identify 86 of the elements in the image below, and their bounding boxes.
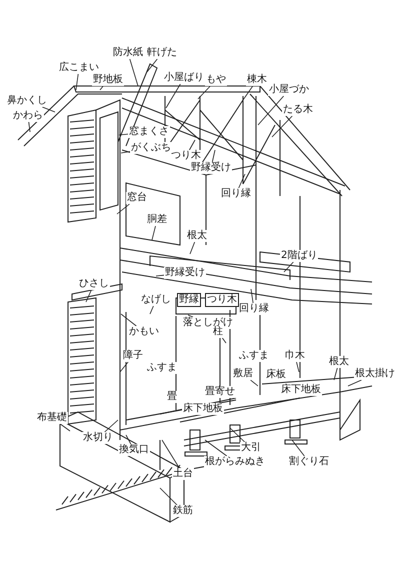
- leader-line: [348, 380, 362, 386]
- leader-line: [242, 86, 254, 100]
- part-label: 障子: [122, 350, 144, 362]
- leader-line: [162, 440, 180, 468]
- part-label: 大引: [240, 442, 262, 454]
- part-label: つり木: [170, 150, 202, 162]
- part-label: 土台: [172, 468, 194, 480]
- part-label: 根太掛け: [354, 368, 396, 380]
- part-label: 防水紙: [112, 47, 144, 59]
- leader-line: [100, 86, 104, 90]
- part-label: 窓台: [126, 192, 148, 204]
- part-label: 野地板: [92, 74, 124, 86]
- part-label: 畳寄せ: [204, 386, 236, 398]
- leader-line: [86, 290, 92, 302]
- part-label: 床板: [265, 369, 287, 381]
- leader-line: [76, 74, 79, 90]
- part-label: 柱: [212, 326, 224, 338]
- part-label: 広こまい: [58, 62, 100, 74]
- leader-line: [126, 434, 132, 444]
- part-label: つり木: [205, 293, 239, 307]
- leader-line: [152, 226, 156, 240]
- part-label: 鼻かくし: [6, 95, 48, 107]
- leader-line: [222, 338, 226, 344]
- part-label: 水切り: [82, 432, 114, 444]
- part-label: 布基礎: [36, 412, 68, 424]
- leader-line: [204, 440, 228, 456]
- leader-line: [156, 274, 164, 276]
- leader-line: [166, 84, 181, 108]
- leader-line: [296, 362, 300, 372]
- part-label: 軒げた: [146, 47, 178, 59]
- part-label: 床下地板: [280, 384, 322, 396]
- part-label: 小屋づか: [268, 84, 310, 96]
- part-label: 回り縁: [238, 303, 270, 315]
- part-label: 畳: [166, 391, 178, 403]
- leader-line: [120, 362, 129, 372]
- leader-line: [118, 134, 128, 136]
- part-label: 窓まくさ: [128, 126, 170, 138]
- leader-line: [104, 420, 118, 432]
- leader-line: [212, 150, 216, 162]
- leader-line: [238, 174, 246, 188]
- part-label: がくぶち: [130, 142, 172, 154]
- part-label: たる木: [282, 104, 314, 116]
- leader-line: [28, 122, 30, 132]
- part-label: かわら: [12, 110, 44, 122]
- leader-line: [146, 58, 158, 72]
- part-label: 胴差: [146, 214, 168, 226]
- leader-line: [150, 306, 154, 314]
- leader-line: [42, 106, 56, 112]
- leader-line: [334, 368, 338, 380]
- leader-line: [116, 204, 130, 214]
- part-label: 鉄筋: [172, 505, 194, 517]
- part-label: なげし: [140, 294, 172, 306]
- leader-line: [129, 58, 138, 86]
- part-label: 根太: [328, 356, 350, 368]
- leader-line: [160, 488, 178, 506]
- leader-line: [188, 140, 196, 150]
- leader-line: [120, 151, 130, 154]
- part-label: 野縁: [177, 293, 201, 307]
- part-label: 棟木: [246, 74, 268, 86]
- leader-line: [292, 440, 305, 456]
- leader-line: [120, 314, 137, 326]
- leader-line: [60, 424, 70, 432]
- leader-line: [250, 380, 258, 386]
- part-label: 2階ばり: [280, 250, 318, 262]
- part-label: 野縁受け: [190, 162, 232, 174]
- part-label: 敷居: [232, 368, 254, 380]
- part-label: 野縁受け: [164, 267, 206, 279]
- leader-line: [258, 96, 284, 126]
- part-label: ふすま: [146, 362, 178, 374]
- leader-line: [250, 288, 254, 304]
- leader-line: [190, 242, 196, 254]
- leader-line: [284, 262, 294, 272]
- part-label: 根太: [186, 230, 208, 242]
- leader-line: [198, 86, 211, 100]
- part-label: 割ぐり石: [288, 456, 330, 468]
- part-label: ふすま: [238, 350, 270, 362]
- leader-line: [230, 428, 246, 442]
- part-label: かもい: [128, 326, 160, 338]
- part-label: 根がらみぬき: [204, 456, 266, 468]
- part-label: 回り縁: [220, 188, 252, 200]
- part-label: もや: [205, 74, 227, 86]
- part-label: 巾木: [284, 350, 306, 362]
- part-label: 床下地板: [182, 403, 224, 415]
- part-label: 換気口: [118, 444, 150, 456]
- part-label: ひさし: [78, 278, 110, 290]
- leader-line: [272, 116, 293, 138]
